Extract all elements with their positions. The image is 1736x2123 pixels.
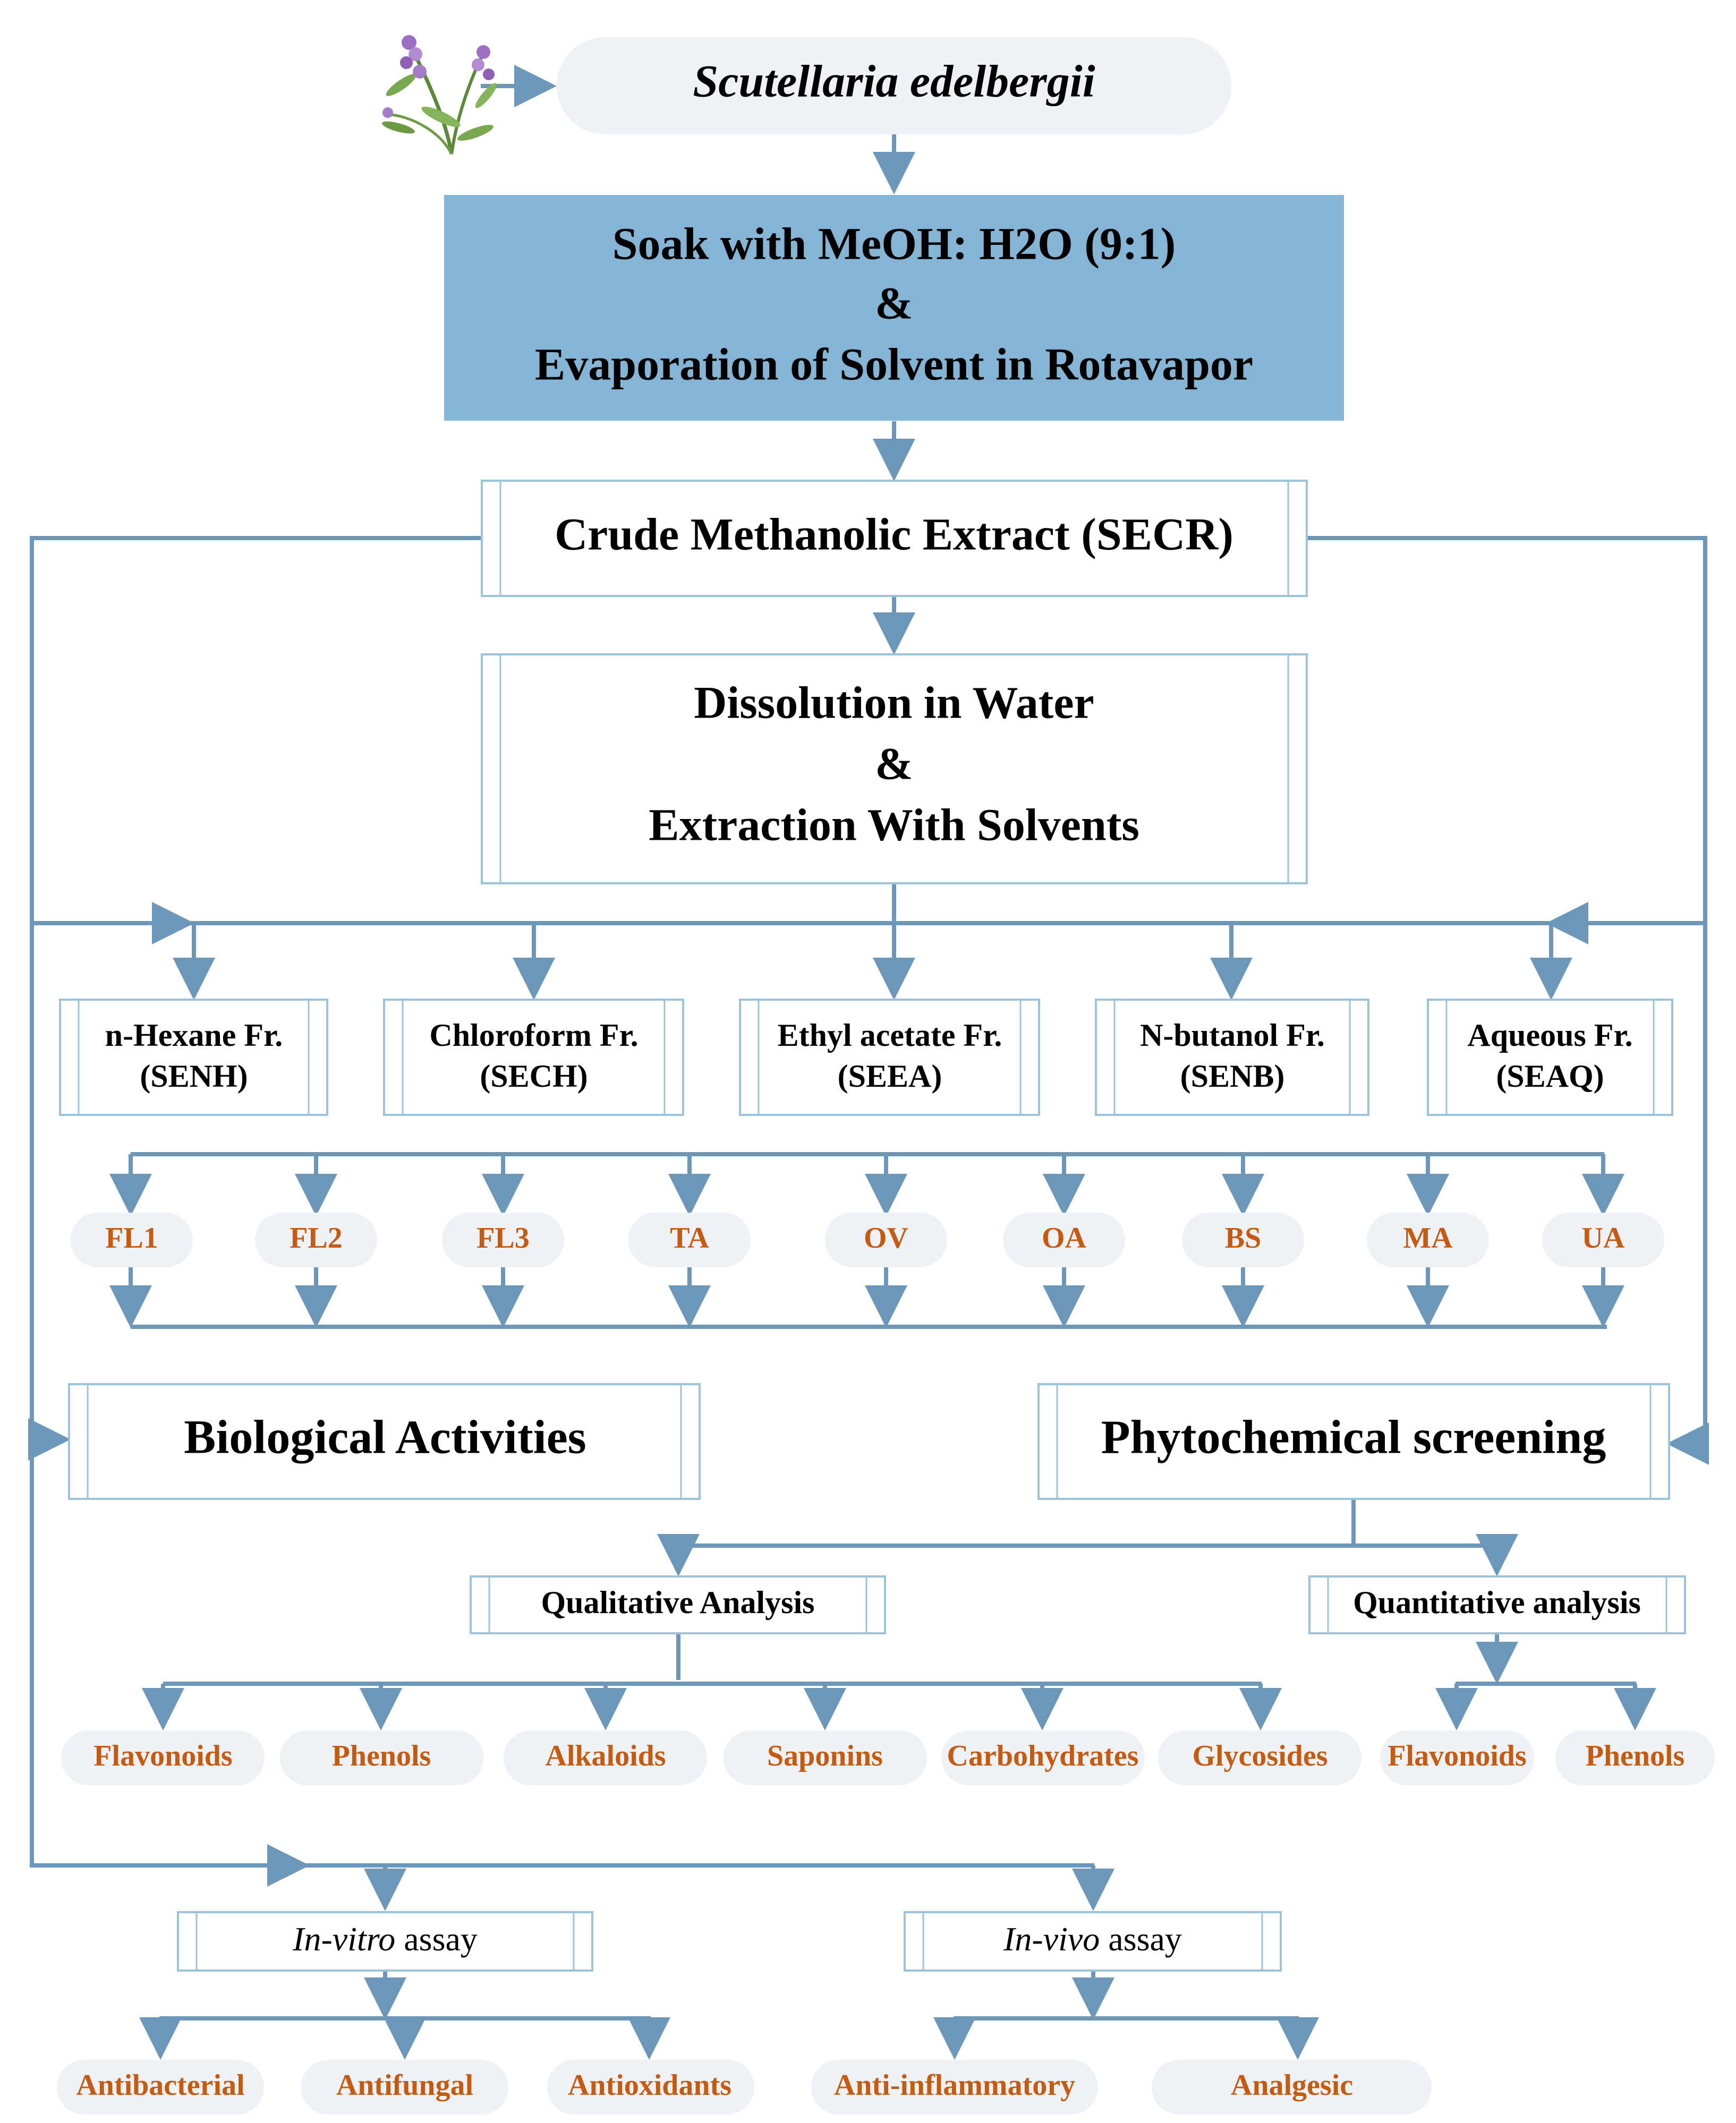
qualitative-items: Flavonoids Phenols Alkaloids Saponins Ca… bbox=[61, 1730, 1361, 1785]
svg-text:TA: TA bbox=[670, 1222, 709, 1255]
fraction-box: Ethyl acetate Fr. (SEEA) bbox=[739, 999, 1040, 1116]
compound-pill: OV bbox=[825, 1213, 947, 1267]
svg-text:OV: OV bbox=[864, 1222, 908, 1255]
fraction-box: N-butanol Fr. (SENB) bbox=[1095, 999, 1369, 1116]
soak-line-1: Soak with MeOH: H2O (9:1) bbox=[612, 218, 1176, 269]
fraction-code: (SENH) bbox=[140, 1059, 248, 1094]
qualitative-item: Saponins bbox=[724, 1730, 927, 1785]
qualitative-drop-arrows bbox=[142, 1684, 1282, 1730]
svg-text:Saponins: Saponins bbox=[767, 1740, 883, 1772]
soak-line-2: Evaporation of Solvent in Rotavapor bbox=[535, 339, 1253, 390]
in-vivo-item: Anti-inflammatory bbox=[811, 2060, 1098, 2115]
qualitative-analysis-label: Qualitative Analysis bbox=[541, 1585, 814, 1620]
compound-pill: FL2 bbox=[255, 1213, 377, 1267]
svg-text:FL3: FL3 bbox=[476, 1222, 530, 1255]
quantitative-item: Phenols bbox=[1555, 1730, 1715, 1785]
fraction-code: (SEEA) bbox=[838, 1059, 942, 1094]
qualitative-item: Flavonoids bbox=[61, 1730, 265, 1785]
svg-text:Flavonoids: Flavonoids bbox=[1388, 1740, 1526, 1772]
fraction-name: N-butanol Fr. bbox=[1140, 1018, 1325, 1053]
in-vivo-items: Anti-inflammatory Analgesic bbox=[811, 2060, 1432, 2115]
soak-step-box: Soak with MeOH: H2O (9:1) & Evaporation … bbox=[444, 195, 1344, 421]
svg-text:Flavonoids: Flavonoids bbox=[93, 1740, 232, 1772]
compound-rise-arrows bbox=[109, 1267, 1624, 1328]
svg-text:FL1: FL1 bbox=[105, 1222, 158, 1255]
dissolution-line-1: Dissolution in Water bbox=[694, 677, 1094, 728]
svg-text:Antifungal: Antifungal bbox=[336, 2069, 473, 2102]
in-vivo-item: Analgesic bbox=[1152, 2060, 1432, 2115]
quantitative-analysis-box: Quantitative analysis bbox=[1308, 1575, 1686, 1634]
compound-pill: MA bbox=[1367, 1213, 1489, 1267]
quantitative-analysis-label: Quantitative analysis bbox=[1353, 1585, 1641, 1620]
fraction-box: n-Hexane Fr. (SENH) bbox=[59, 999, 328, 1116]
qualitative-analysis-box: Qualitative Analysis bbox=[470, 1575, 886, 1634]
svg-text:OA: OA bbox=[1042, 1222, 1087, 1255]
plant-icon bbox=[382, 35, 497, 155]
in-vivo-assay-label: In-vivo assay bbox=[1003, 1920, 1182, 1958]
compound-pill: FL1 bbox=[71, 1213, 193, 1267]
biological-activities-box: Biological Activities bbox=[68, 1383, 701, 1500]
in-vitro-items: Antibacterial Antifungal Antioxidants bbox=[57, 2060, 754, 2115]
svg-text:UA: UA bbox=[1582, 1222, 1625, 1255]
line-phyto-split bbox=[678, 1499, 1356, 1548]
compound-drop-arrows bbox=[109, 1154, 1624, 1216]
fraction-name: Chloroform Fr. bbox=[429, 1018, 638, 1053]
biological-activities-label: Biological Activities bbox=[184, 1411, 586, 1464]
species-name: Scutellaria edelbergii bbox=[693, 56, 1095, 107]
svg-text:MA: MA bbox=[1403, 1222, 1453, 1255]
line-left-loop bbox=[30, 536, 483, 1868]
in-vitro-item: Antioxidants bbox=[547, 2060, 754, 2115]
phytochemical-screening-box: Phytochemical screening bbox=[1037, 1383, 1670, 1500]
qualitative-item: Alkaloids bbox=[504, 1730, 707, 1785]
quantitative-item: Flavonoids bbox=[1380, 1730, 1534, 1785]
svg-text:Antioxidants: Antioxidants bbox=[568, 2069, 731, 2102]
fraction-name: n-Hexane Fr. bbox=[105, 1018, 283, 1053]
qualitative-item: Glycosides bbox=[1158, 1730, 1361, 1785]
dissolution-ampersand: & bbox=[875, 738, 913, 789]
svg-text:BS: BS bbox=[1225, 1222, 1262, 1255]
phytochemical-screening-label: Phytochemical screening bbox=[1101, 1411, 1606, 1464]
qualitative-item: Phenols bbox=[280, 1730, 483, 1785]
fraction-box: Chloroform Fr. (SECH) bbox=[383, 999, 684, 1116]
dissolution-line-2: Extraction With Solvents bbox=[649, 799, 1139, 850]
in-vivo-assay-box: In-vivo assay bbox=[904, 1911, 1282, 1972]
connectors bbox=[28, 65, 1709, 2060]
fraction-code: (SEAQ) bbox=[1496, 1059, 1604, 1094]
fraction-name: Ethyl acetate Fr. bbox=[778, 1018, 1002, 1053]
fraction-name: Aqueous Fr. bbox=[1467, 1018, 1632, 1053]
compound-pill: OA bbox=[1003, 1213, 1125, 1267]
qualitative-item: Carbohydrates bbox=[941, 1730, 1145, 1785]
svg-text:Analgesic: Analgesic bbox=[1231, 2069, 1353, 2102]
fraction-code: (SECH) bbox=[480, 1059, 588, 1094]
dissolution-box: Dissolution in Water & Extraction With S… bbox=[481, 653, 1308, 884]
fraction-code: (SENB) bbox=[1180, 1059, 1285, 1094]
soak-ampersand: & bbox=[875, 278, 913, 329]
species-node: Scutellaria edelbergii bbox=[557, 37, 1231, 134]
compound-pill: BS bbox=[1182, 1213, 1304, 1267]
svg-text:Alkaloids: Alkaloids bbox=[545, 1740, 666, 1772]
in-vitro-assay-box: In-vitro assay bbox=[177, 1911, 593, 1972]
fraction-box: Aqueous Fr. (SEAQ) bbox=[1427, 999, 1673, 1116]
in-vitro-item: Antifungal bbox=[301, 2060, 508, 2115]
svg-text:Phenols: Phenols bbox=[332, 1740, 431, 1772]
line-right-loop bbox=[1307, 536, 1707, 1439]
crude-extract-box: Crude Methanolic Extract (SECR) bbox=[481, 480, 1308, 597]
svg-text:FL2: FL2 bbox=[290, 1222, 343, 1255]
svg-text:Anti-inflammatory: Anti-inflammatory bbox=[834, 2069, 1075, 2102]
svg-text:Antibacterial: Antibacterial bbox=[76, 2069, 244, 2102]
svg-text:Carbohydrates: Carbohydrates bbox=[947, 1740, 1139, 1772]
svg-text:Phenols: Phenols bbox=[1586, 1740, 1685, 1772]
compound-pills: FL1 FL2 FL3 TA OV OA BS MA UA bbox=[71, 1213, 1664, 1267]
quantitative-items: Flavonoids Phenols bbox=[1380, 1730, 1715, 1785]
crude-extract-label: Crude Methanolic Extract (SECR) bbox=[555, 509, 1233, 560]
compound-pill: TA bbox=[628, 1213, 751, 1267]
compound-pill: FL3 bbox=[442, 1213, 564, 1267]
in-vitro-assay-label: In-vitro assay bbox=[292, 1920, 478, 1958]
svg-text:Glycosides: Glycosides bbox=[1192, 1740, 1327, 1772]
in-vitro-item: Antibacterial bbox=[57, 2060, 264, 2115]
compound-pill: UA bbox=[1542, 1213, 1664, 1267]
